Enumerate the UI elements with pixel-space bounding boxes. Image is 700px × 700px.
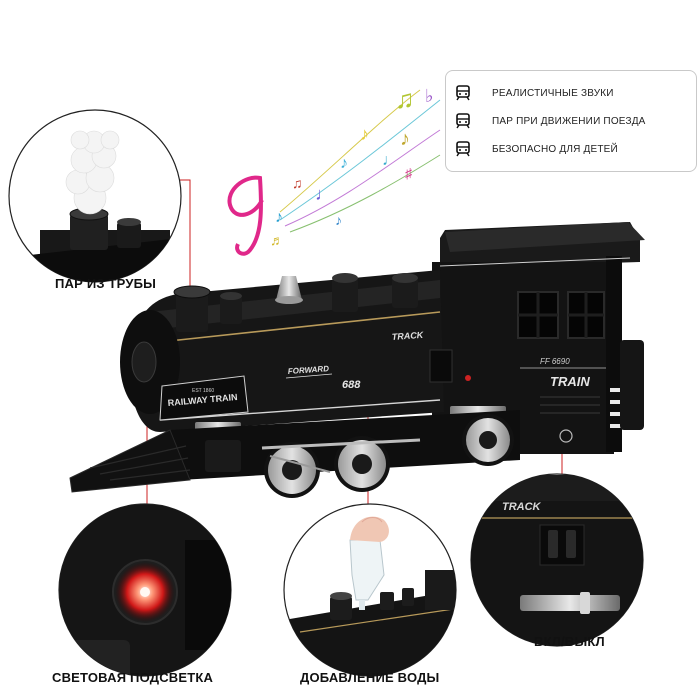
water-caption: ДОБАВЛЕНИЕ ВОДЫ bbox=[300, 670, 440, 685]
features-box: РЕАЛИСТИЧНЫЕ ЗВУКИ ПАР ПРИ ДВИЖЕНИИ ПОЕЗ… bbox=[445, 70, 697, 172]
track-label: TRACK bbox=[391, 330, 425, 342]
train-icon bbox=[456, 113, 470, 129]
feature-item: ПАР ПРИ ДВИЖЕНИИ ПОЕЗДА bbox=[454, 111, 646, 131]
train-icon bbox=[456, 141, 470, 157]
musical-note-icon: ♩ bbox=[315, 184, 333, 204]
light-caption: СВЕТОВАЯ ПОДСВЕТКА bbox=[52, 670, 214, 685]
power-detail-circle: TRACK bbox=[470, 473, 644, 647]
wheel bbox=[462, 414, 514, 466]
cab-code-label: FF 6690 bbox=[540, 357, 570, 366]
detail-track-label: TRACK bbox=[502, 501, 542, 513]
train-icon bbox=[456, 85, 470, 101]
number-label: 688 bbox=[342, 379, 361, 391]
steam-detail-circle bbox=[8, 109, 182, 283]
forward-label: FORWARD bbox=[288, 364, 330, 376]
feature-text: РЕАЛИСТИЧНЫЕ ЗВУКИ bbox=[492, 87, 614, 99]
musical-note-icon: ♩ bbox=[382, 152, 398, 169]
musical-note-icon: ♪ bbox=[335, 212, 342, 228]
musical-note-icon: ♪ bbox=[400, 128, 410, 150]
wheel bbox=[334, 436, 390, 492]
musical-note-icon: ♪ bbox=[360, 124, 369, 144]
musical-note-icon: ♪ bbox=[275, 209, 283, 226]
musical-note-icon bbox=[227, 175, 264, 256]
plate-top-label: EST 1860 bbox=[192, 388, 214, 394]
cab-name-label: TRAIN bbox=[550, 374, 590, 389]
train: FF 6690 TRAIN EST 1860 RAILWAY TRAIN bbox=[69, 222, 645, 498]
feature-text: БЕЗОПАСНО ДЛЯ ДЕТЕЙ bbox=[492, 143, 618, 155]
musical-note-icon: ♯ bbox=[405, 165, 413, 181]
light-detail-circle bbox=[58, 503, 232, 677]
power-caption: ВКЛ/ВЫКЛ bbox=[534, 634, 605, 649]
musical-note-icon: ♪ bbox=[340, 155, 348, 172]
wheel bbox=[264, 442, 320, 498]
musical-note-icon: ♫ bbox=[395, 84, 415, 114]
musical-note-icon: ♬ bbox=[270, 232, 284, 248]
water-detail-circle bbox=[283, 503, 457, 677]
feature-item: БЕЗОПАСНО ДЛЯ ДЕТЕЙ bbox=[454, 139, 618, 159]
feature-item: РЕАЛИСТИЧНЫЕ ЗВУКИ bbox=[454, 83, 614, 103]
musical-note-icon: ♭ bbox=[425, 86, 434, 106]
music-notes: ♫ ♪ ♪ ♭ ♩ ♯ ♪ ♩ ♫ ♪ ♪ ♬ bbox=[227, 84, 441, 256]
steam-caption: ПАР ИЗ ТРУБЫ bbox=[55, 276, 157, 291]
feature-text: ПАР ПРИ ДВИЖЕНИИ ПОЕЗДА bbox=[492, 115, 646, 127]
musical-note-icon: ♫ bbox=[292, 175, 303, 191]
